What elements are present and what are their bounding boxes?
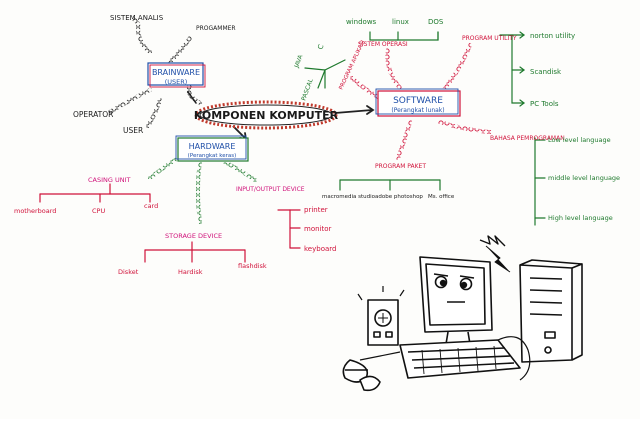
storage-item-flashdisk: flashdisk — [238, 262, 267, 270]
brainware-item-sistem-analis: SISTEM ANALIS — [110, 14, 164, 22]
storage-item-hardisk: Hardisk — [178, 268, 203, 276]
brainware-subtitle: (USER) — [165, 78, 188, 86]
brainware-item-user: USER — [123, 126, 143, 135]
brainware-node: BRAINWARE (USER) — [147, 62, 206, 88]
utility-label: PROGRAM UTILITY — [462, 35, 517, 42]
os-item-linux: linux — [392, 18, 409, 26]
hardware-title: HARDWARE — [189, 142, 236, 151]
paket-item-macromedia: macromedia studio — [322, 194, 376, 200]
software-node: SOFTWARE (Perangkat lunak) — [375, 88, 461, 117]
bahasa-item-middle: middle level language — [548, 174, 620, 182]
hardware-node: HARDWARE (Perangkat keras) — [175, 135, 249, 162]
dev-item-java: JAVA — [293, 53, 305, 70]
computer-illustration — [342, 235, 583, 392]
bahasa-item-high: High level language — [548, 214, 613, 222]
utility-item-norton: norton utility — [530, 32, 575, 40]
brainware-item-programmer: PROGAMMER — [196, 25, 236, 32]
paket-label: PROGRAM PAKET — [375, 163, 426, 170]
hardware-subtitle: (Perangkat keras) — [188, 153, 237, 159]
software-title: SOFTWARE — [393, 96, 443, 106]
io-item-monitor: monitor — [304, 225, 332, 233]
software-subtitle: (Perangkat lunak) — [391, 107, 444, 114]
os-item-dos: DOS — [428, 18, 444, 26]
brainware-title: BRAINWARE — [152, 68, 200, 77]
center-node: KOMPONEN KOMPUTER — [194, 100, 339, 130]
center-title: KOMPONEN KOMPUTER — [194, 109, 339, 122]
io-item-keyboard: keyboard — [304, 245, 336, 253]
paket-item-photoshop: adobe photoshop — [375, 194, 423, 200]
bahasa-item-low: Low level language — [548, 136, 611, 144]
bahasa-label: BAHASA PEMROGRAMAN — [490, 135, 565, 142]
casing-label: CASING UNIT — [88, 176, 131, 184]
casing-item-cpu: CPU — [92, 207, 105, 215]
dev-item-pascal: PASCAL — [300, 77, 315, 101]
io-label: INPUT/OUTPUT DEVICE — [236, 186, 305, 193]
brainware-item-operator: OPERATOR — [73, 110, 113, 119]
os-label: SISTEM OPERASI — [358, 41, 408, 48]
utility-item-scandisk: Scandisk — [530, 68, 562, 76]
utility-item-pctools: PC Tools — [530, 100, 559, 108]
io-item-printer: printer — [304, 206, 328, 214]
storage-label: STORAGE DEVICE — [165, 232, 222, 240]
casing-item-card: card — [144, 202, 158, 210]
os-item-windows: windows — [346, 18, 377, 26]
casing-item-motherboard: motherboard — [14, 207, 56, 215]
paket-item-msoffice: Ms. office — [428, 194, 455, 200]
storage-item-disket: Disket — [118, 268, 139, 276]
dev-item-c: C — [316, 43, 325, 50]
